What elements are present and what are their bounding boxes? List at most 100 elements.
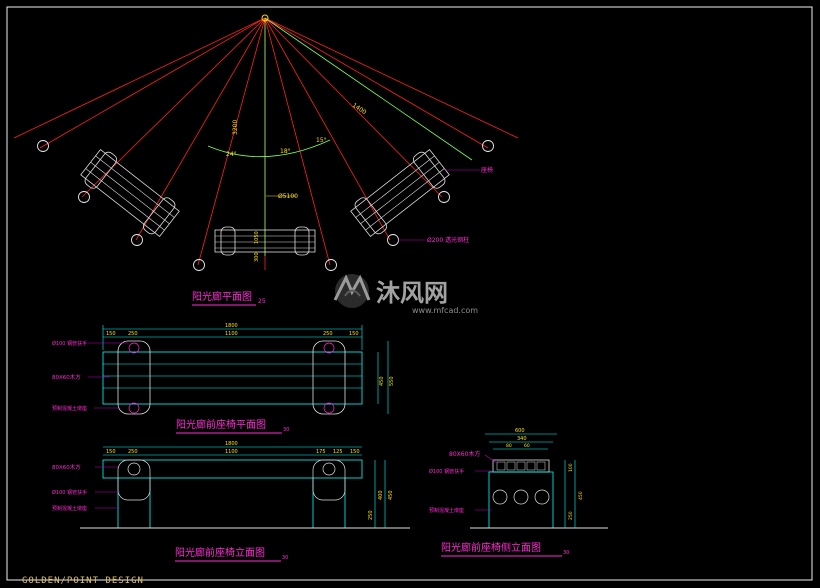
bench-plan-outline	[102, 351, 363, 405]
bench-elev-pipe-l	[127, 462, 141, 476]
be-note-timber: 80X60木方	[52, 463, 81, 471]
ray-line	[135, 17, 266, 241]
radial-rays	[13, 17, 519, 271]
mfcad-logo-icon	[333, 274, 371, 308]
bs-inner: 340	[517, 436, 527, 442]
pipe-right-b	[323, 402, 335, 414]
be-s4: 125	[333, 449, 343, 455]
plan-dim-a1: 24°	[226, 151, 237, 158]
plan-bench-right	[350, 149, 450, 237]
bp-note-pipe: Ø100 钢管扶手	[52, 340, 87, 347]
column-pole	[482, 140, 494, 152]
be-h1: 250	[368, 510, 374, 520]
bs-note-base: 预制混凝土墩座	[429, 507, 464, 514]
ray-line	[39, 17, 266, 149]
column-pole	[387, 234, 399, 246]
plan-dim-d2: 1050	[254, 231, 260, 244]
plan-dim-a3: 15°	[316, 137, 327, 144]
bs-note-timber: 80X60木方	[449, 450, 480, 458]
watermark: 沐风网 www.mfcad.com	[333, 274, 478, 315]
bench-side-scale: 30	[563, 550, 569, 556]
side-hole-1	[492, 489, 508, 505]
bs-h2: 450	[578, 491, 584, 500]
bench-elev-leg-right	[312, 478, 346, 529]
be-overall: 1800	[225, 441, 238, 447]
column-pole	[131, 234, 143, 246]
plan-dim-r1: 3200	[232, 120, 239, 135]
drawing-frame	[6, 6, 813, 581]
bp-note-timber: 80X60木方	[52, 373, 81, 381]
watermark-url: www.mfcad.com	[412, 306, 478, 315]
fan-origin-marker	[261, 14, 269, 22]
be-inner: 1100	[225, 449, 238, 455]
pipe-left-b	[128, 402, 140, 414]
plan-dim-a2: 18°	[280, 148, 291, 155]
ray-line	[264, 17, 443, 198]
bench-elev-leg-left	[117, 478, 151, 529]
note-pole: Ø200 透光钢柱	[427, 236, 469, 244]
column-pole	[37, 140, 49, 152]
bp-depth2: 550	[389, 376, 395, 386]
plan-dim-d3: 300	[254, 252, 260, 262]
bench-plan-scale: 30	[283, 427, 289, 433]
note-seat: 座椅	[481, 166, 493, 174]
bench-plan-view: 1800 1100 150 250 250 150 450 550 Ø100 钢…	[52, 323, 395, 434]
plan-title: 阳光廊平面图	[192, 290, 252, 303]
bench-elev-seat	[102, 459, 363, 479]
bp-overall: 1800	[225, 323, 238, 329]
be-h3: 450	[388, 490, 394, 500]
bp-right-b: 150	[349, 331, 359, 337]
be-note-pipe: Ø100 钢管扶手	[52, 489, 87, 496]
ray-line	[264, 17, 519, 139]
bs-w2: 60	[524, 443, 530, 449]
ray-line	[13, 17, 266, 139]
bp-s1: 150	[106, 331, 116, 337]
side-body	[488, 471, 554, 529]
be-h2: 400	[378, 490, 384, 500]
plan-scale: 25	[258, 298, 266, 305]
plan-dim-r2: 1400	[351, 102, 368, 116]
design-firm-footer: GOLDEN/POINT DESIGN	[22, 576, 144, 586]
bs-overall: 600	[515, 428, 525, 434]
bp-inner: 1100	[225, 331, 238, 337]
column-pole	[438, 191, 450, 203]
plan-bench-center	[214, 226, 316, 256]
bs-w1: 80	[506, 443, 512, 449]
pipe-left	[128, 342, 140, 354]
bench-elev-support-r	[312, 459, 346, 501]
bp-note-base: 预制混凝土墩座	[52, 405, 87, 412]
watermark-brand: 沐风网	[376, 279, 448, 307]
support-right	[312, 340, 346, 415]
column-pole	[193, 259, 205, 271]
side-timber-sections	[496, 461, 546, 471]
bs-note-pipe: Ø100 钢管扶手	[429, 468, 464, 475]
radius-arc	[207, 139, 331, 158]
bp-right-a: 250	[323, 331, 333, 337]
bench-elev-title: 阳光廊前座椅立面图	[175, 546, 265, 559]
be-s3: 175	[316, 449, 326, 455]
bench-elev-pipe-r	[322, 462, 336, 476]
bs-h1: 100	[568, 463, 574, 472]
leader-bs-timber	[484, 454, 498, 464]
sunlight-corridor-plan: 3200 1400 24° 18° 15° Ø5100 1050 300 座椅 …	[13, 14, 519, 306]
be-note-base: 预制混凝土墩座	[52, 505, 87, 512]
bench-elev-scale: 30	[282, 555, 288, 561]
bench-side-title: 阳光廊前座椅侧立面图	[441, 541, 541, 554]
side-hole-2	[513, 489, 529, 505]
bp-s2: 250	[128, 331, 138, 337]
support-left	[117, 340, 151, 415]
ray-line	[264, 17, 331, 266]
bp-depth: 450	[379, 376, 385, 386]
bench-elevation-view: 1800 1100 150 250 175 125 150 250 400 45…	[52, 441, 410, 562]
side-hole-3	[534, 489, 550, 505]
column-pole	[78, 191, 90, 203]
ray-line	[264, 17, 489, 149]
bench-plan-title: 阳光廊前座椅平面图	[176, 418, 266, 431]
ray-line	[197, 17, 266, 266]
bs-h3: 250	[568, 511, 574, 520]
plan-bench-left	[80, 149, 180, 237]
bench-elev-support-l	[117, 459, 151, 501]
column-pole	[325, 259, 337, 271]
bench-side-view: 600 340 80 60 100 450 250 80X60木方 Ø100 钢…	[429, 428, 608, 557]
